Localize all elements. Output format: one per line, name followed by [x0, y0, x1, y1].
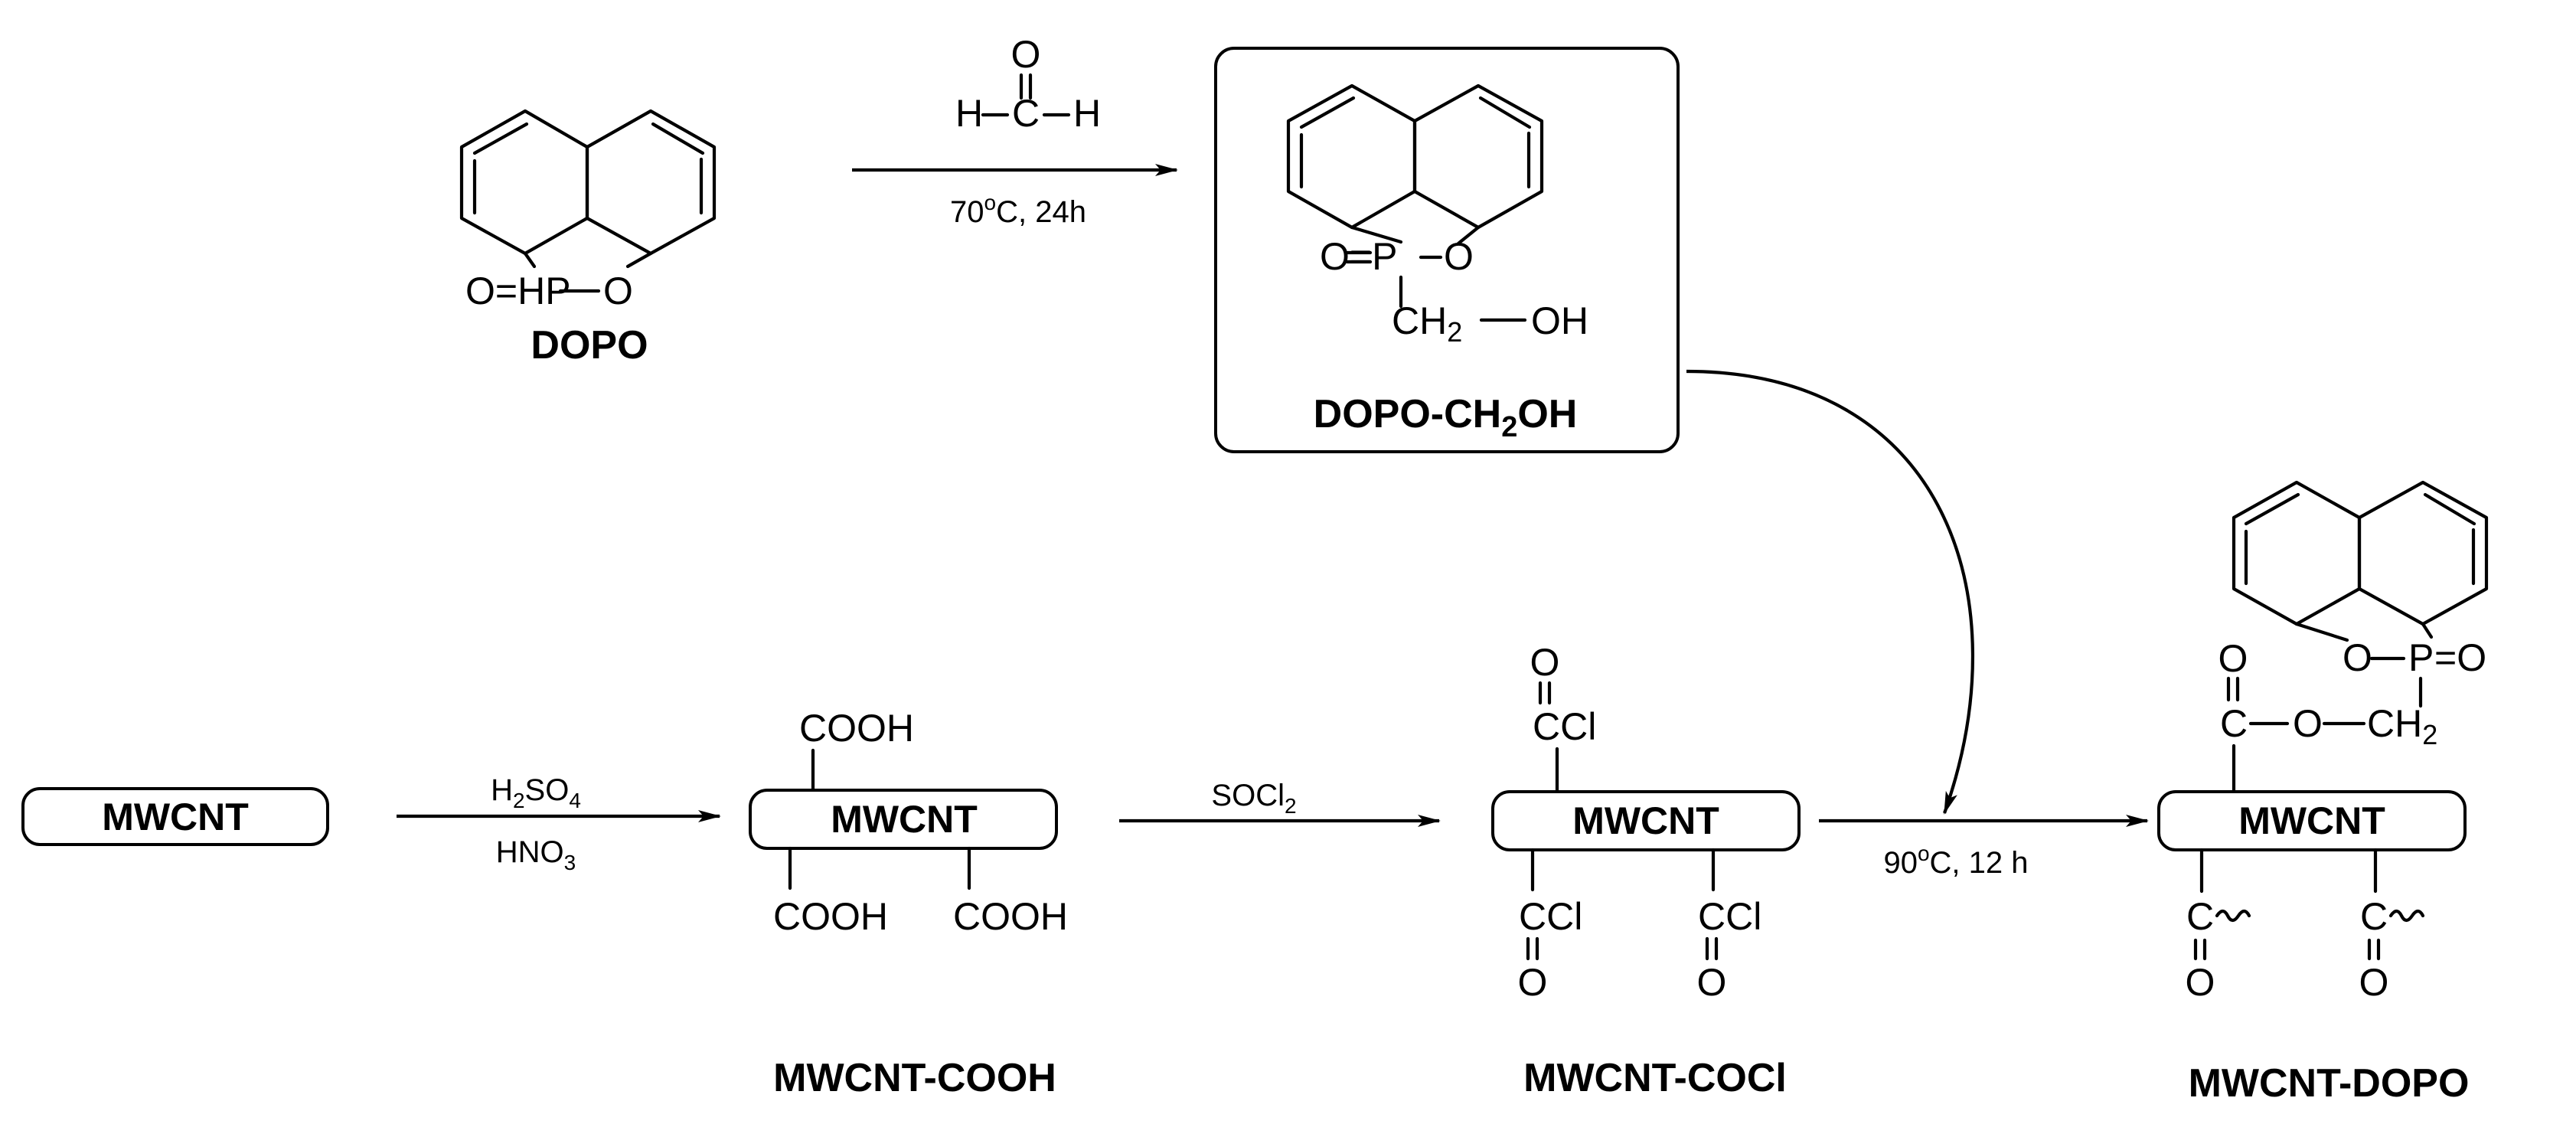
mwcnt-cocl-label: MWCNT-COCl — [1523, 1056, 1787, 1100]
mwcnt-start-box — [21, 787, 329, 846]
dopo-structure: O=HP O — [459, 109, 717, 312]
mwcnt-dopo-label: MWCNT-DOPO — [2189, 1061, 2470, 1106]
dopo-ch2oh-label: DOPO-CH2OH — [1314, 392, 1578, 443]
cooh-top-group: COOH — [799, 707, 914, 750]
lower-left-oxygen: O — [2186, 961, 2215, 1004]
formaldehyde-reagent: O H C H — [955, 33, 1101, 135]
cocl-left-oxygen: O — [1518, 961, 1548, 1004]
mwcnt-cocl-box — [1491, 790, 1801, 851]
formaldehyde-h-left: H — [955, 92, 983, 135]
formaldehyde-carbon: C — [1012, 92, 1040, 135]
curved-arrow — [1686, 369, 1974, 815]
ester-carbon: C — [2220, 702, 2248, 745]
mwcnt-dopo-core: MWCNT — [2238, 799, 2385, 842]
dopo-p-group: O=HP — [465, 270, 571, 312]
cocl-left-ccl: CCl — [1519, 895, 1582, 938]
acid-reagent-h2so4: H2SO4 — [491, 773, 581, 812]
dopo-phosphorus-product: P — [2408, 636, 2434, 679]
mwcnt-cooh-structure: COOH MWCNT COOH COOH — [749, 707, 1068, 938]
mwcnt-cooh-core: MWCNT — [831, 798, 978, 841]
dopo-ring-oxygen-product: O — [2343, 636, 2372, 679]
mwcnt-cocl-core: MWCNT — [1572, 799, 1719, 842]
formaldehyde-h-right: H — [1073, 92, 1101, 135]
dopo-p-oxo-product: =O — [2434, 636, 2486, 679]
mwcnt-cocl-structure: O CCl MWCNT CCl O CCl O — [1491, 641, 1801, 1004]
formaldehyde-conditions: 70oC, 24h — [950, 191, 1086, 229]
dopo-ch2oh-p-oxo: O=P — [1320, 235, 1397, 278]
lower-right-carbon: C — [2360, 895, 2388, 938]
ester-carbonyl-oxygen: O — [2218, 637, 2248, 680]
mwcnt-dopo-box — [2157, 790, 2467, 851]
mwcnt-cooh-label: MWCNT-COOH — [773, 1056, 1056, 1100]
ester-ch2: CH2 — [2367, 702, 2437, 750]
dopo-ch2oh-hydroxyl: OH — [1531, 299, 1588, 342]
dopo-ch2oh-structure: O=P O CH2 OH — [1286, 83, 1588, 348]
cocl-top-ccl: CCl — [1533, 705, 1596, 748]
socl2-reagent: SOCl2 — [1211, 779, 1296, 818]
ester-link-oxygen: O — [2293, 702, 2323, 745]
lower-right-oxygen: O — [2359, 961, 2389, 1004]
mwcnt-cooh-box — [749, 789, 1058, 850]
dopo-ring-oxygen: O — [603, 270, 633, 312]
mwcnt-dopo-structure: O P =O O C O CH2 MWCNT C O C O — [2157, 480, 2489, 1004]
cocl-right-oxygen: O — [1697, 961, 1727, 1004]
cocl-right-ccl: CCl — [1698, 895, 1761, 938]
lower-left-carbon: C — [2186, 895, 2214, 938]
cocl-top-oxygen: O — [1530, 641, 1560, 684]
dopo-ch2oh-box — [1214, 47, 1680, 453]
cooh-left-group: COOH — [773, 895, 888, 938]
coupling-conditions: 90oC, 12 h — [1883, 841, 2028, 880]
mwcnt-start-label: MWCNT — [102, 796, 249, 838]
dopo-label: DOPO — [531, 323, 648, 368]
formaldehyde-oxygen: O — [1011, 33, 1041, 76]
cooh-right-group: COOH — [953, 895, 1068, 938]
acid-reagent-hno3: HNO3 — [496, 835, 576, 874]
dopo-ch2oh-ring-oxygen: O — [1444, 235, 1474, 278]
dopo-ch2oh-ch2: CH2 — [1392, 299, 1462, 348]
